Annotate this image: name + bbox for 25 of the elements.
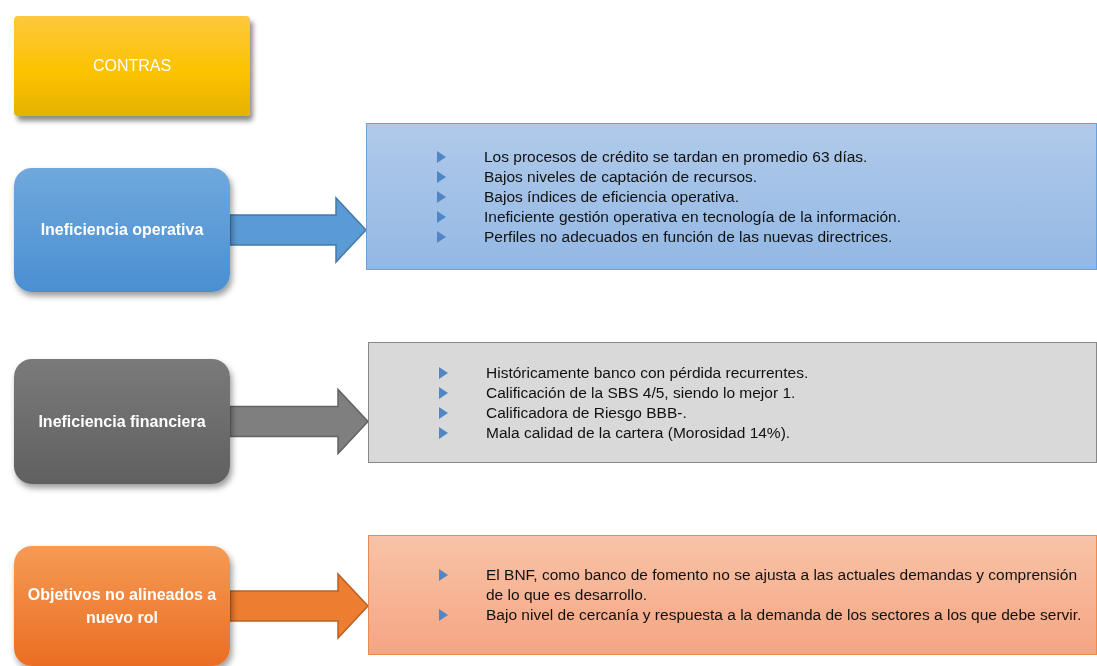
bullet-text: Perfiles no adecuados en función de las nuevas directrices.: [484, 226, 893, 247]
bullet-text: Bajos índices de eficiencia operativa.: [484, 186, 740, 207]
bullet-text: Calificación de la SBS 4/5, siendo lo mejor 1.: [486, 382, 796, 403]
bullet-text: Mala calidad de la cartera (Morosidad 14%).: [486, 422, 791, 443]
bullet-text: Calificadora de Riesgo BBB-.: [486, 402, 687, 423]
bullet-text: Los procesos de crédito se tardan en promedio 63 días.: [484, 146, 868, 167]
bullet-text: Bajos niveles de captación de recursos.: [484, 166, 758, 187]
category-box: [14, 546, 230, 666]
bullet-text: Bajo nivel de cercanía y respuesta a la demanda de los sectores a los que debe servir.: [486, 605, 1082, 625]
category-label: Objetivos no alineados a nuevo rol: [26, 584, 218, 628]
bullet-list-panel: [368, 535, 1097, 655]
block-arrow: [229, 572, 370, 640]
bullet-list-panel: [368, 342, 1097, 463]
bullet-text: El BNF, como banco de fomento no se ajusta a las actuales demandas y comprensión de lo que es desarrollo.: [486, 565, 1079, 605]
block-arrow: [229, 196, 368, 264]
category-label: Ineficiencia operativa: [39, 220, 205, 241]
category-box: [14, 359, 230, 484]
bullet-list-panel: [366, 123, 1097, 270]
heading-text: CONTRAS: [91, 56, 173, 77]
block-arrow: [229, 387, 370, 456]
category-box: [14, 168, 230, 292]
bullet-text: Ineficiente gestión operativa en tecnología de la información.: [484, 206, 902, 227]
heading-box: [14, 16, 250, 116]
bullet-text: Históricamente banco con pérdida recurrentes.: [486, 362, 809, 383]
category-label: Ineficiencia financiera: [37, 411, 207, 432]
